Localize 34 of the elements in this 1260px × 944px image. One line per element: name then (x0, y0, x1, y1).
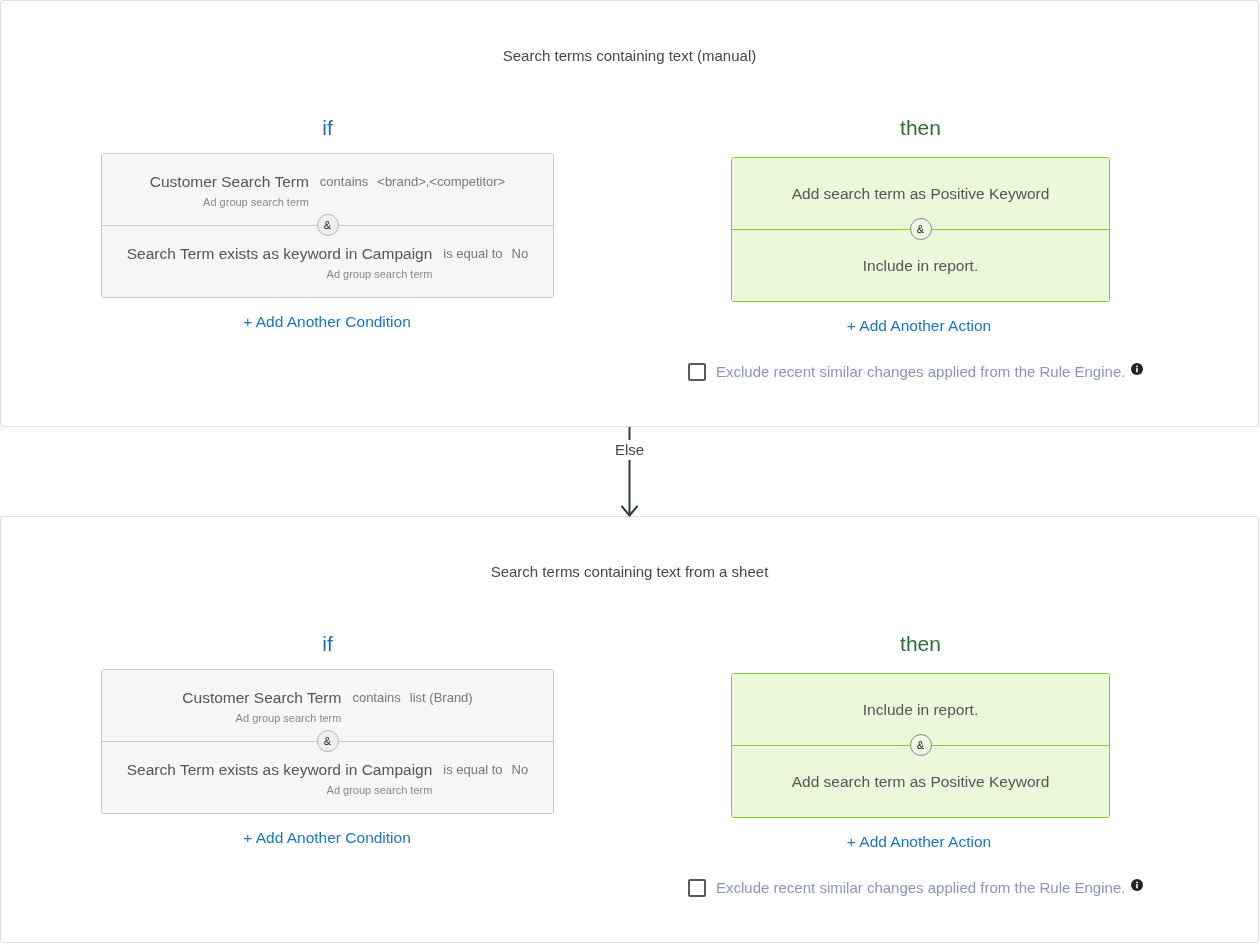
action-text: Add search term as Positive Keyword (791, 771, 1050, 792)
rule-panel (0, 516, 1259, 943)
then-heading: then (900, 117, 941, 139)
operator-text: is equal to (443, 760, 503, 779)
field-name: Search Term exists as keyword in Campaign (126, 759, 433, 779)
field-sublabel: Ad group search term (326, 782, 433, 796)
if-heading: if (322, 117, 333, 139)
operator-text: is equal to (443, 244, 503, 263)
rule-panel (0, 0, 1259, 427)
if-heading: if (322, 633, 333, 655)
action-text: Include in report. (862, 699, 979, 720)
panel-title: Search terms containing text from a sheet (490, 562, 769, 582)
value-text: No (511, 244, 529, 262)
add-condition-link: + Add Another Condition (243, 828, 411, 848)
checkbox-label: Exclude recent similar changes applied from the Rule Engine. (716, 878, 1126, 898)
field-name: Search Term exists as keyword in Campaign (126, 243, 433, 263)
field-sublabel: Ad group search term (235, 710, 342, 724)
action-text: Add search term as Positive Keyword (791, 183, 1050, 204)
panel-title: Search terms containing text (manual) (502, 46, 757, 66)
value-text: list (Brand) (409, 688, 473, 707)
add-condition-link: + Add Another Condition (243, 312, 411, 332)
action-text: Include in report. (862, 255, 979, 276)
add-action-link: + Add Another Action (846, 832, 992, 852)
field-name: Customer Search Term (182, 687, 342, 707)
value-text: <brand>,<competitor> (377, 172, 506, 191)
operator-text: contains (319, 172, 369, 190)
field-sublabel: Ad group search term (203, 194, 309, 208)
field-sublabel: Ad group search term (326, 266, 433, 280)
then-heading: then (900, 633, 941, 655)
checkbox-label: Exclude recent similar changes applied from the Rule Engine. (716, 362, 1126, 382)
add-action-link: + Add Another Action (846, 316, 992, 336)
field-name: Customer Search Term (149, 171, 309, 191)
operator-text: contains (352, 688, 401, 706)
value-text: No (511, 760, 529, 778)
